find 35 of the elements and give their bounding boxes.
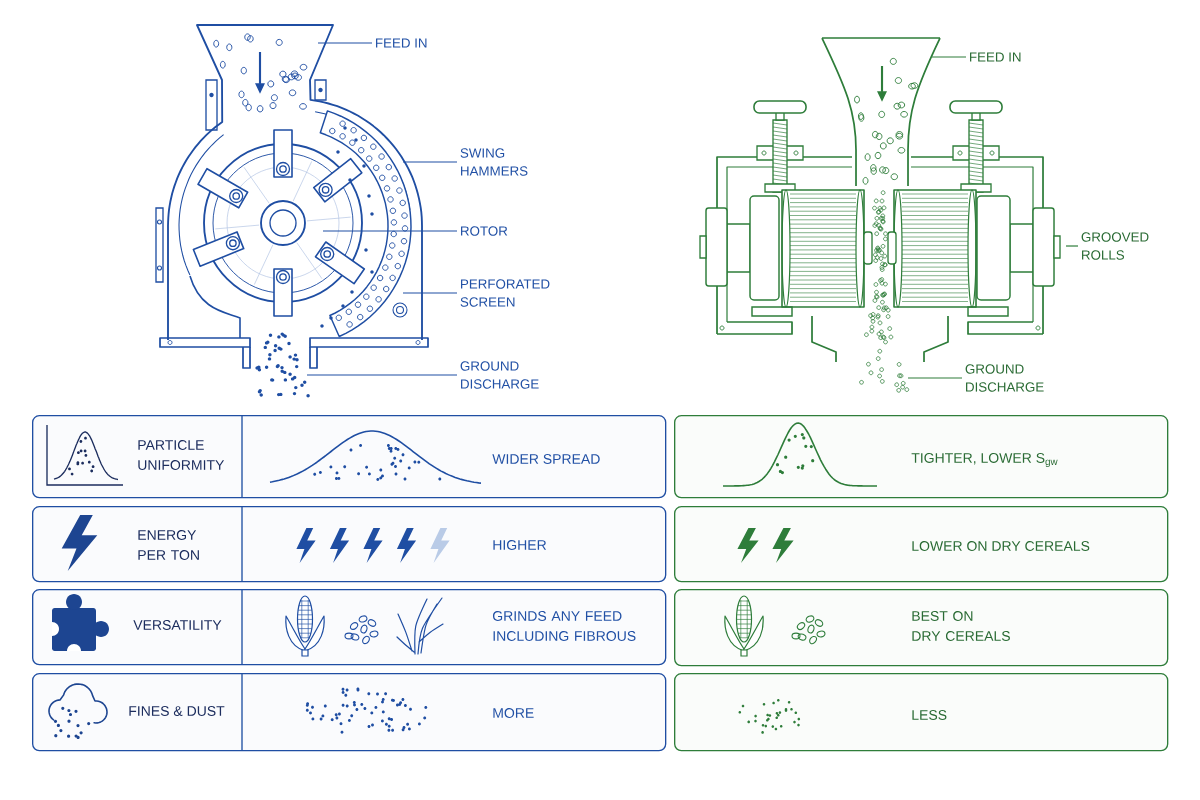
comparison-text: LESS [912,710,947,720]
comparison-text: TIGHTER, LOWER S$_{gw}$ [911,453,1058,467]
category-label: FINES & DUST [129,706,225,716]
leader-line [907,377,963,379]
comparison-text: BEST ON DRY CEREALS [912,611,1010,641]
table-row [674,673,1169,752]
part-label: ROTOR [461,226,508,236]
table-row [32,588,667,666]
part-label: GROUND DISCHARGE [460,361,539,389]
leader-line [402,292,458,294]
table-row [674,589,1169,667]
part-label: PERFORATED SCREEN [460,279,550,307]
part-label: GROOVED ROLLS [1081,232,1149,260]
leader-line [931,56,967,58]
category-label: ENERGY PER TON [138,530,199,560]
table-row [674,415,1169,499]
leader-line [1065,245,1079,247]
comparison-text: MORE [493,708,534,718]
leader-line [402,161,458,163]
roller-mill-drawing [699,37,1061,393]
leader-line [317,42,373,44]
table-row [32,414,667,499]
category-label: PARTICLE UNIFORMITY [138,440,225,470]
comparison-text: WIDER SPREAD [492,454,600,464]
hammer-mill-drawing [155,24,429,398]
comparison-text: LOWER ON DRY CEREALS [912,541,1090,551]
leader-line [322,230,458,232]
table-row [32,672,667,752]
table-row [32,505,667,583]
category-label: VERSATILITY [133,620,222,630]
comparison-text: GRINDS ANY FEED INCLUDING FIBROUS [493,611,636,641]
leader-line [306,374,458,376]
table-row [674,506,1169,583]
comparison-text: HIGHER [493,540,547,550]
part-label: SWING HAMMERS [460,148,528,176]
